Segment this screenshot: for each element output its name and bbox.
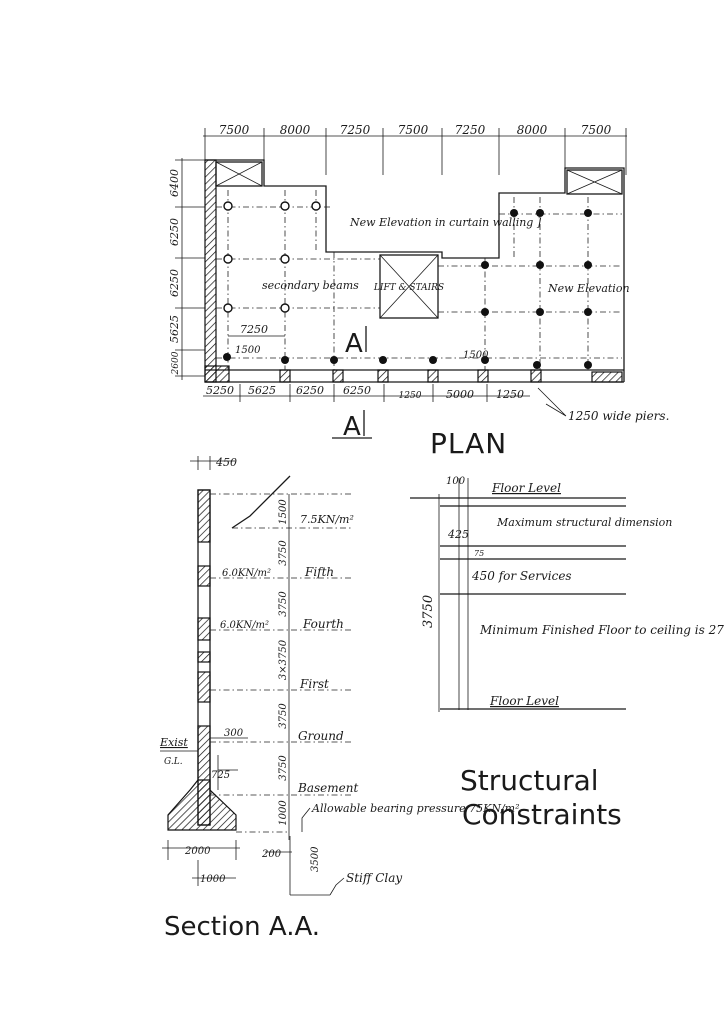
plan-drawing: 7500 8000 7250 7500 7250 8000 7500 6400 … <box>168 123 669 460</box>
plan-section-mark-lower: A <box>343 412 361 442</box>
plan-piers-note: 1250 wide piers. <box>568 409 669 423</box>
plan-dim-1500-left: 1500 <box>235 345 261 356</box>
section-wall-hatch <box>197 489 211 826</box>
plan-corner-pier-right <box>591 371 623 383</box>
constraints-dim-3750: 3750 <box>421 595 436 628</box>
plan-section-mark-upper: A <box>345 329 363 359</box>
plan-top-dim-2: 8000 <box>280 123 311 137</box>
plan-left-dim-3: 6250 <box>168 269 181 297</box>
constraints-title-line1: Structural <box>460 764 599 797</box>
constraints-dim-425: 425 <box>447 528 469 541</box>
plan-note-new-elevation: New Elevation <box>547 282 630 295</box>
plan-corner-pier-left <box>204 365 230 383</box>
plan-left-wall <box>204 159 217 383</box>
section-level-fifth: Fifth <box>304 565 334 579</box>
section-dim-200: 200 <box>261 849 282 860</box>
section-dim-3500: 3500 <box>310 846 321 872</box>
section-height-3750-b: 3750 <box>278 591 289 617</box>
section-load-fourth: 6.0KN/m² <box>220 620 269 631</box>
plan-lift-stairs <box>379 254 439 319</box>
constraints-diagram: 100 Floor Level 425 Maximum structural d… <box>410 476 724 831</box>
plan-left-dim-2: 6250 <box>168 218 181 246</box>
plan-columns <box>223 201 592 369</box>
section-dim-300: 300 <box>224 728 244 739</box>
plan-bottom-dim-3: 6250 <box>296 384 324 397</box>
plan-left-dim-4: 5625 <box>168 315 181 343</box>
plan-top-dim-7: 7500 <box>581 123 612 137</box>
plan-top-dim-4: 7500 <box>398 123 429 137</box>
constraints-floor-level-top: Floor Level <box>491 481 561 495</box>
plan-left-dim-5: 2600 <box>171 351 181 375</box>
section-level-fourth: Fourth <box>302 617 344 631</box>
section-height-1500: 1500 <box>278 499 289 525</box>
plan-top-dim-5: 7250 <box>455 123 486 137</box>
section-floor-lines <box>210 493 352 833</box>
section-drawing: 450 7.5KN/m² 6.0KN/m² 6.0KN/m² <box>159 456 520 942</box>
plan-note-secondary-beams: secondary beams <box>262 279 359 292</box>
section-load-fifth: 6.0KN/m² <box>222 568 271 579</box>
plan-title: PLAN <box>430 427 507 460</box>
plan-lift-label: LIFT & STAIRS <box>373 283 444 293</box>
section-dim-2000: 2000 <box>184 846 211 857</box>
section-dim-1000: 1000 <box>200 874 226 885</box>
section-gl-label: G.L. <box>164 757 183 767</box>
plan-top-dim-6: 8000 <box>517 123 548 137</box>
plan-top-dim-1: 7500 <box>219 123 250 137</box>
section-level-ground: Ground <box>298 729 344 743</box>
section-dim-450: 450 <box>215 456 237 469</box>
plan-bottom-piers <box>279 369 542 383</box>
plan-void-left <box>215 161 263 187</box>
plan-bottom-dim-2: 5625 <box>248 384 276 397</box>
section-height-1000: 1000 <box>278 800 289 826</box>
constraints-min-finished: Minimum Finished Floor to ceiling is 270… <box>479 623 724 637</box>
section-footing <box>167 779 237 831</box>
plan-bottom-dim-1: 5250 <box>206 384 234 397</box>
section-load-roof: 7.5KN/m² <box>300 513 354 526</box>
section-height-3750-d: 3750 <box>278 755 289 781</box>
plan-dim-7250: 7250 <box>240 323 268 336</box>
section-level-first: First <box>299 677 329 691</box>
plan-note-curtain-walling: New Elevation in curtain walling ] <box>349 216 542 229</box>
constraints-max-structural: Maximum structural dimension <box>496 516 672 529</box>
plan-bottom-dim-5: 1250 <box>399 391 422 401</box>
plan-left-dim-1: 6400 <box>168 169 181 197</box>
plan-bottom-dim-6: 5000 <box>446 388 474 401</box>
plan-dim-1500-right: 1500 <box>463 350 489 361</box>
section-exist-label: Exist <box>159 736 188 749</box>
plan-void-right <box>566 169 623 195</box>
section-height-3750-c: 3750 <box>278 703 289 729</box>
plan-top-dim-3: 7250 <box>340 123 371 137</box>
section-dim-725: 725 <box>211 770 230 781</box>
constraints-dim-75: 75 <box>474 549 484 558</box>
constraints-title-line2: Constraints <box>462 798 622 831</box>
constraints-dim-100: 100 <box>446 476 466 487</box>
section-stiff-clay: Stiff Clay <box>346 871 402 885</box>
plan-bottom-dim-7: 1250 <box>496 388 524 401</box>
section-level-basement: Basement <box>297 781 358 795</box>
section-height-3750-a: 3750 <box>278 540 289 566</box>
section-height-3x3750: 3×3750 <box>278 639 289 680</box>
constraints-services: 450 for Services <box>471 569 572 583</box>
plan-bottom-dim-4: 6250 <box>343 384 371 397</box>
section-allowable-bearing: Allowable bearing pressure 75KN/m² <box>311 802 520 815</box>
section-title: Section A.A. <box>164 912 320 942</box>
constraints-floor-level-bottom: Floor Level <box>489 694 559 708</box>
